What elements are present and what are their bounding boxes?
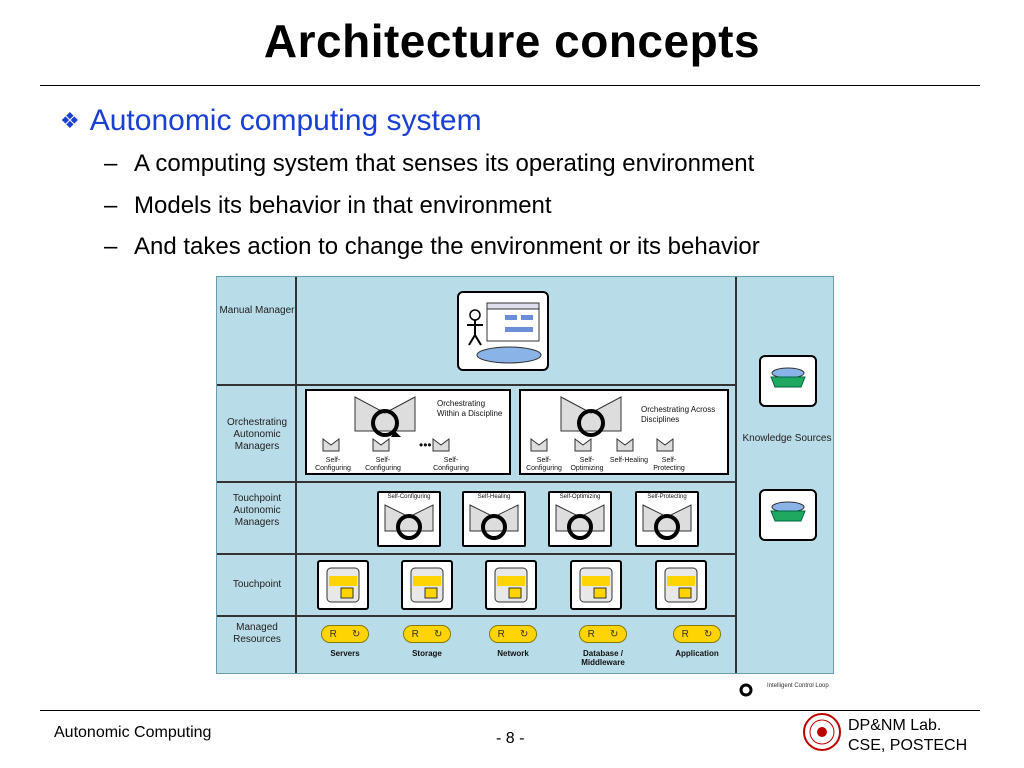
row-divider	[217, 553, 735, 555]
slide-title: Architecture concepts	[263, 15, 761, 67]
row-divider	[217, 384, 735, 386]
sub-bullet-3: –And takes action to change the environm…	[104, 233, 760, 261]
resource-letter: R	[411, 628, 419, 640]
footer-lab: DP&NM Lab. CSE, POSTECH	[848, 716, 967, 756]
diamond-bullet-icon: ❖	[60, 108, 80, 133]
footer-divider	[40, 710, 980, 711]
within-sub-label: Self-Configuring	[315, 457, 351, 472]
sub-bullet-1: –A computing system that senses its oper…	[104, 150, 754, 178]
touchpoint-icon	[317, 560, 369, 610]
touchpoint-manager-label: Self-Optimizing	[559, 494, 601, 500]
control-loop-icon: ↻	[434, 628, 443, 640]
touchpoint-manager-icon: Self-Configuring	[377, 491, 441, 547]
sub-bullet-text: A computing system that senses its opera…	[134, 150, 755, 177]
within-sub-label: Self-Configuring	[433, 457, 469, 472]
resource-letter: R	[587, 628, 595, 640]
sub-bullet-text: And takes action to change the environme…	[134, 233, 760, 260]
sub-bullet-text: Models its behavior in that environment	[134, 192, 552, 219]
touchpoint-manager-icon: Self-Protecting	[635, 491, 699, 547]
touchpoint-manager-label: Self-Configuring	[387, 494, 431, 500]
footer-lab-line2: CSE, POSTECH	[848, 737, 968, 754]
control-loop-icon: ↻	[352, 628, 361, 640]
resource-label: Application	[675, 649, 719, 658]
across-sub-label: Self-Configuring	[526, 457, 562, 472]
resource-pill-icon: R↻	[579, 625, 627, 643]
main-bullet: ❖ Autonomic computing system	[60, 104, 482, 138]
row-label-touchpoint-managers: Touchpoint Autonomic Managers	[232, 493, 282, 528]
row-label-orchestrating: Orchestrating Autonomic Managers	[226, 417, 288, 452]
architecture-diagram: Manual Manager Orchestrating Autonomic M…	[216, 276, 834, 674]
row-label-touchpoint: Touchpoint	[232, 579, 282, 590]
across-sub-label: Self-Protecting	[653, 457, 685, 472]
resource-pill-icon: R↻	[403, 625, 451, 643]
row-label-managed-resources: Managed Resources	[233, 622, 281, 645]
resource-letter: R	[497, 628, 505, 640]
orchestrating-across-box: Orchestrating Across Disciplines Self-Co…	[519, 389, 729, 475]
sub-bullet-2: –Models its behavior in that environment	[104, 192, 552, 220]
touchpoint-icon	[401, 560, 453, 610]
knowledge-column-divider	[735, 277, 737, 673]
manual-manager-icon	[457, 291, 549, 371]
main-bullet-text: Autonomic computing system	[89, 104, 482, 137]
control-loop-icon: ↻	[610, 628, 619, 640]
row-divider	[217, 481, 735, 483]
orchestrating-across-label: Orchestrating Across Disciplines	[641, 405, 716, 424]
orchestrating-within-box: Orchestrating Within a Discipline ••• Se…	[305, 389, 511, 475]
row-label-manual-manager: Manual Manager	[219, 305, 295, 316]
knowledge-sources-label: Knowledge Sources	[742, 433, 832, 444]
touchpoint-icon	[655, 560, 707, 610]
control-loop-icon: ↻	[520, 628, 529, 640]
orchestrating-within-label: Orchestrating Within a Discipline	[437, 399, 503, 418]
ellipsis-label: •••	[419, 438, 432, 452]
university-seal-icon	[803, 713, 841, 751]
resource-pill-icon: R↻	[321, 625, 369, 643]
knowledge-source-icon	[759, 355, 817, 407]
legend-label: Intelligent Control Loop	[767, 683, 829, 689]
row-divider	[217, 615, 735, 617]
across-sub-label: Self-Healing	[609, 457, 649, 464]
touchpoint-icon	[485, 560, 537, 610]
resource-label: Database / Middleware	[581, 649, 625, 667]
page-number: - 8 -	[496, 730, 525, 747]
across-sub-label: Self-Optimizing	[570, 457, 604, 472]
dash-icon: –	[104, 150, 118, 177]
footer-course: Autonomic Computing	[54, 724, 212, 741]
touchpoint-manager-label: Self-Protecting	[647, 494, 687, 500]
resource-pill-icon: R↻	[489, 625, 537, 643]
dash-icon: –	[104, 192, 118, 219]
resource-pill-icon: R↻	[673, 625, 721, 643]
footer-lab-line1: DP&NM Lab.	[848, 717, 942, 734]
resource-label: Storage	[412, 649, 442, 658]
within-sub-label: Self-Configuring	[365, 457, 401, 472]
touchpoint-manager-label: Self-Healing	[477, 494, 511, 500]
touchpoint-manager-icon: Self-Healing	[462, 491, 526, 547]
dash-icon: –	[104, 233, 118, 260]
label-column-divider	[295, 277, 297, 673]
knowledge-source-icon	[759, 489, 817, 541]
resource-label: Servers	[330, 649, 360, 658]
control-loop-icon: ↻	[704, 628, 713, 640]
touchpoint-manager-icon: Self-Optimizing	[548, 491, 612, 547]
resource-label: Network	[497, 649, 529, 658]
resource-letter: R	[681, 628, 689, 640]
title-divider	[40, 85, 980, 86]
intelligent-control-loop-icon	[739, 683, 753, 697]
resource-letter: R	[329, 628, 337, 640]
touchpoint-icon	[570, 560, 622, 610]
